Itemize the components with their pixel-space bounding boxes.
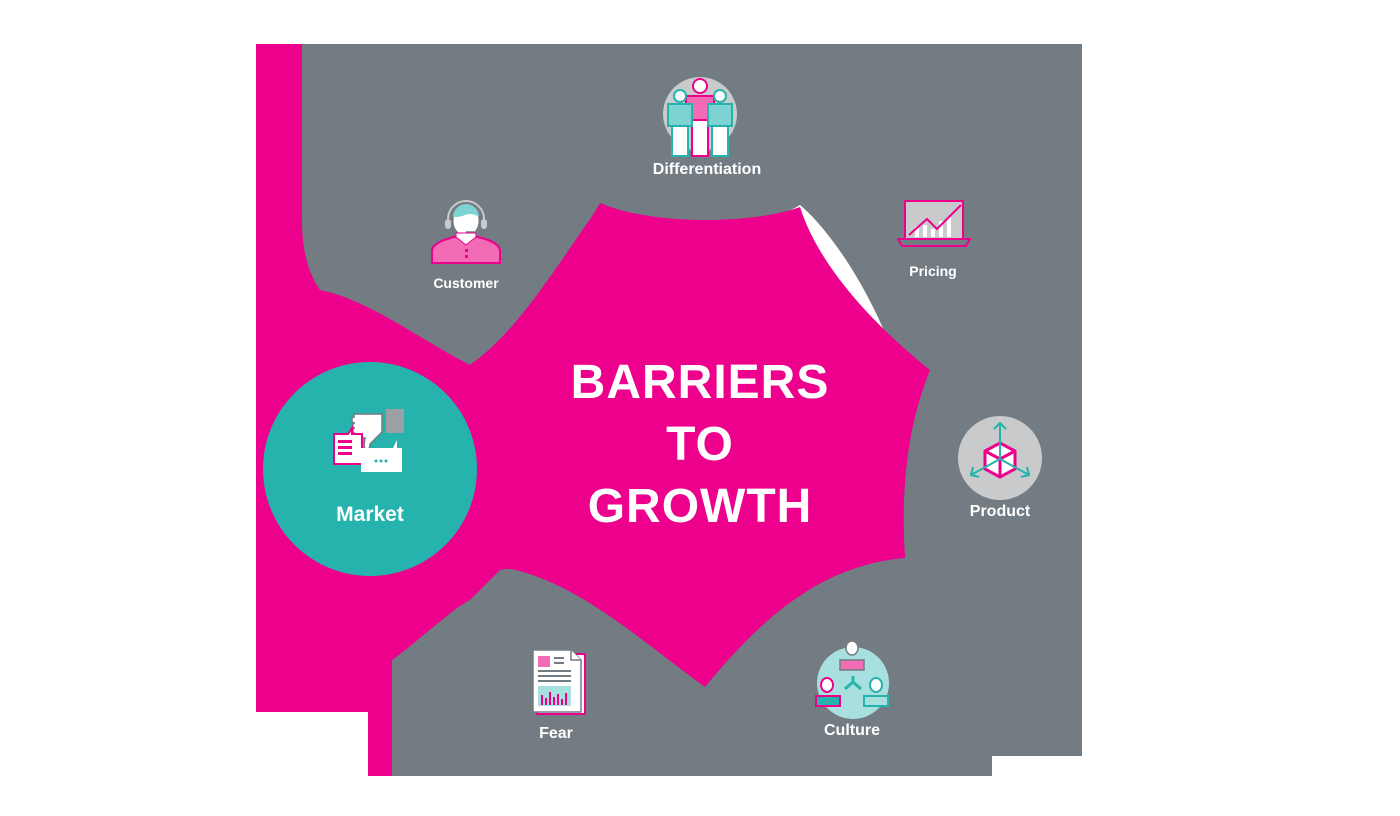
laptop-chart-icon (897, 200, 971, 247)
node-label-pricing: Pricing (909, 263, 957, 279)
title-line-1: BARRIERS (570, 356, 830, 409)
feedback-thumbs-down-icon (333, 409, 404, 472)
node-label-customer: Customer (433, 275, 499, 291)
cube-3d-icon (958, 416, 1042, 500)
diagram-title: BARRIERS TO GROWTH (571, 352, 830, 538)
support-agent-icon (431, 200, 501, 264)
center-starburst (320, 203, 930, 687)
title-line-3: GROWTH (587, 480, 813, 533)
node-label-market: Market (336, 503, 404, 526)
node-label-product: Product (969, 503, 1031, 520)
report-document-icon (532, 649, 586, 715)
node-label-differentiation: Differentiation (652, 161, 762, 178)
title-line-2: TO (666, 418, 734, 471)
gray-panel (302, 44, 1082, 776)
team-group-icon (663, 77, 737, 157)
node-label-fear: Fear (539, 725, 573, 742)
node-label-culture: Culture (824, 722, 880, 739)
org-network-icon (815, 640, 889, 719)
